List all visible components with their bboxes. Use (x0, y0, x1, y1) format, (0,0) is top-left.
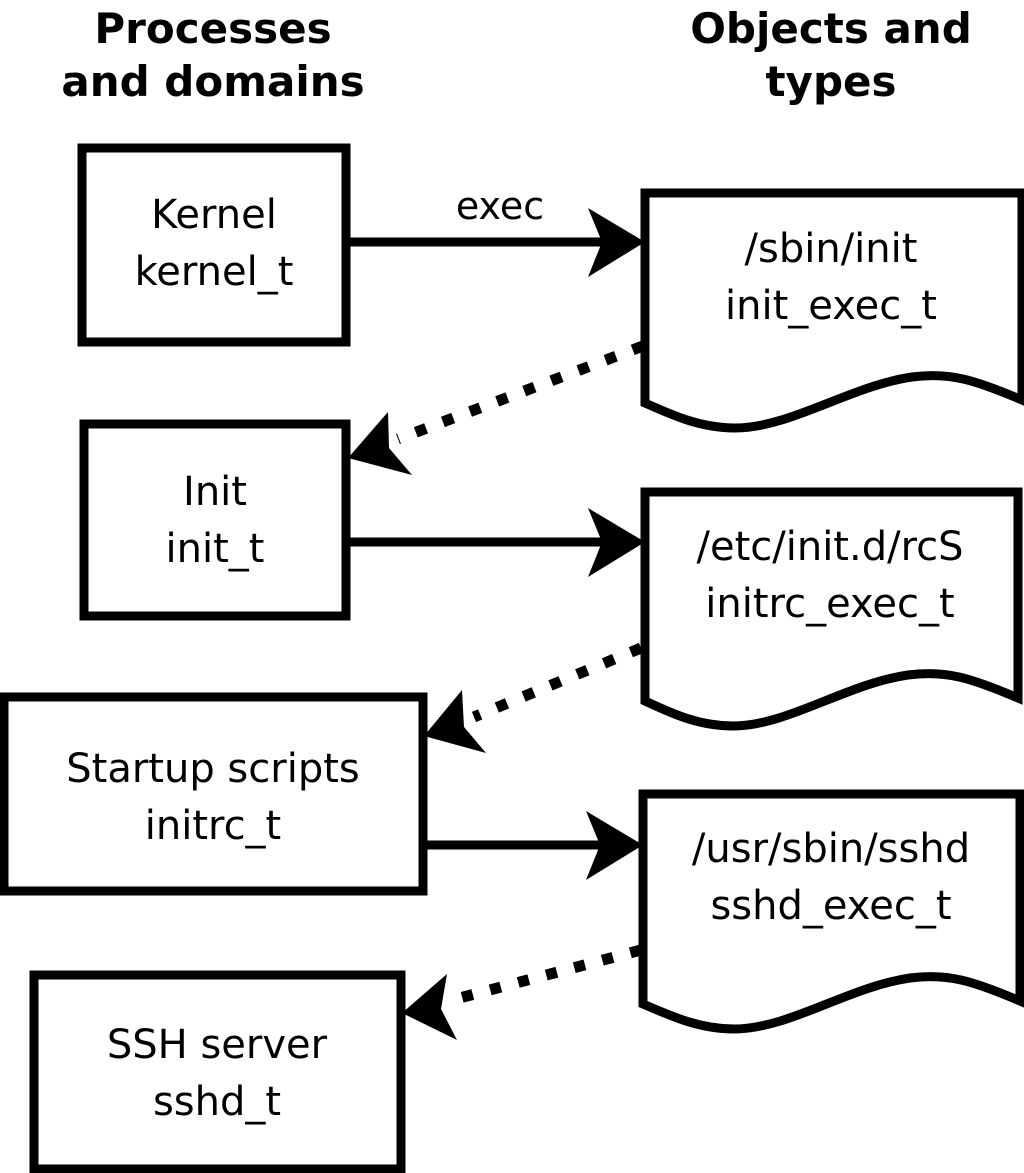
node-sshd-exec[interactable]: /usr/sbin/sshd sshd_exec_t (638, 789, 1024, 1034)
node-initrc-line2: initrc_t (145, 803, 282, 849)
column-title-objects: Objects and types (690, 4, 972, 106)
node-init-line1: Init (183, 469, 247, 515)
edge-init-exec-transition-init-arrowhead (348, 412, 412, 475)
edge-kernel-exec-init-exec-arrowhead (588, 208, 645, 277)
edge-initrc-exec-transition-initrc[interactable] (424, 642, 644, 753)
node-initrc-exec-document-shape (640, 487, 1023, 731)
node-sshd[interactable]: SSH server sshd_t (29, 970, 406, 1173)
node-kernel-box (77, 143, 351, 347)
edge-kernel-exec-init-exec[interactable]: exec (346, 184, 645, 277)
node-init-exec-line2: init_exec_t (725, 283, 937, 329)
edge-initrc-exec-sshd-exec-arrowhead (586, 811, 643, 880)
edge-initrc-exec-transition-initrc-arrowhead (424, 690, 486, 753)
node-init-exec-document-shape (640, 188, 1024, 433)
column-title-objects-line2: types (765, 57, 896, 106)
node-init-box (79, 419, 351, 621)
edge-sshd-exec-transition-sshd-line (450, 944, 643, 1006)
node-sshd-exec-document-shape (638, 789, 1024, 1034)
node-initrc-line1: Startup scripts (66, 746, 359, 792)
node-kernel-line1: Kernel (151, 192, 277, 238)
node-initrc-exec-line2: initrc_exec_t (705, 581, 954, 627)
node-init[interactable]: Init init_t (79, 419, 351, 621)
edge-sshd-exec-transition-sshd[interactable] (402, 944, 643, 1040)
node-sshd-line2: sshd_t (153, 1079, 281, 1125)
node-initrc[interactable]: Startup scripts initrc_t (0, 692, 428, 896)
node-initrc-exec[interactable]: /etc/init.d/rcS initrc_exec_t (640, 487, 1023, 731)
node-initrc-exec-line1: /etc/init.d/rcS (696, 524, 963, 570)
column-title-processes: Processes and domains (61, 4, 364, 106)
node-kernel-line2: kernel_t (135, 249, 294, 295)
column-title-processes-line2: and domains (61, 57, 364, 106)
column-title-processes-line1: Processes (94, 4, 331, 53)
node-kernel[interactable]: Kernel kernel_t (77, 143, 351, 347)
edge-initrc-exec-transition-initrc-line (471, 642, 644, 723)
node-init-line2: init_t (166, 526, 265, 572)
edge-label-exec: exec (456, 184, 544, 228)
node-sshd-line1: SSH server (107, 1022, 328, 1068)
node-sshd-box (29, 970, 406, 1173)
node-init-exec-line1: /sbin/init (745, 226, 918, 272)
edge-init-exec-initrc-exec[interactable] (346, 508, 645, 577)
edge-sshd-exec-transition-sshd-arrowhead (402, 974, 457, 1040)
edge-init-exec-initrc-exec-arrowhead (588, 508, 645, 577)
edge-init-exec-transition-init-line (396, 340, 645, 445)
edge-initrc-exec-sshd-exec[interactable] (423, 811, 643, 880)
edge-init-exec-transition-init[interactable] (348, 340, 645, 475)
column-title-objects-line1: Objects and (690, 4, 972, 53)
node-sshd-exec-line1: /usr/sbin/sshd (692, 826, 970, 872)
node-sshd-exec-line2: sshd_exec_t (710, 883, 951, 929)
node-initrc-box (0, 692, 428, 896)
node-init-exec[interactable]: /sbin/init init_exec_t (640, 188, 1024, 433)
